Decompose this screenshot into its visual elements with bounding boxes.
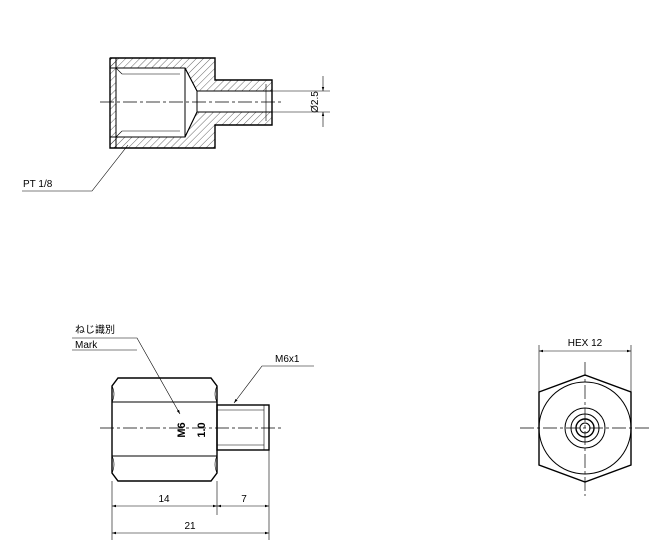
section-lower-wall [109, 111, 273, 149]
section-upper-wall [109, 57, 273, 92]
m6-leader [233, 365, 314, 404]
dim-total-length: 21 [184, 521, 196, 532]
bore-diameter-label: Ø2.5 [310, 91, 321, 113]
section-bore-bottom [116, 111, 272, 138]
body-mark-pitch: 1.0 [196, 422, 208, 437]
section-bore-top [116, 67, 272, 92]
thread-label: PT 1/8 [23, 179, 53, 190]
dim-body-length: 14 [158, 494, 170, 505]
mark-label-jp: ねじ識別 [75, 323, 115, 336]
end-view: HEX 12 [520, 338, 650, 496]
hex-size-label: HEX 12 [568, 338, 603, 349]
hex-body [111, 377, 218, 482]
dim-stem-length: 7 [241, 494, 247, 505]
side-view: M6 1.0 ねじ識別 Mark M6x1 14 7 21 [72, 323, 314, 540]
body-mark-thread: M6 [176, 422, 188, 437]
threaded-stem [216, 404, 270, 451]
mark-label-en: Mark [75, 340, 98, 351]
thread-leader [22, 144, 129, 192]
section-left-wall [109, 57, 117, 149]
mark-leader [72, 337, 181, 415]
section-outline [109, 57, 273, 149]
m6-callout: M6x1 [275, 354, 300, 365]
section-view: Ø2.5 PT 1/8 [22, 57, 330, 192]
